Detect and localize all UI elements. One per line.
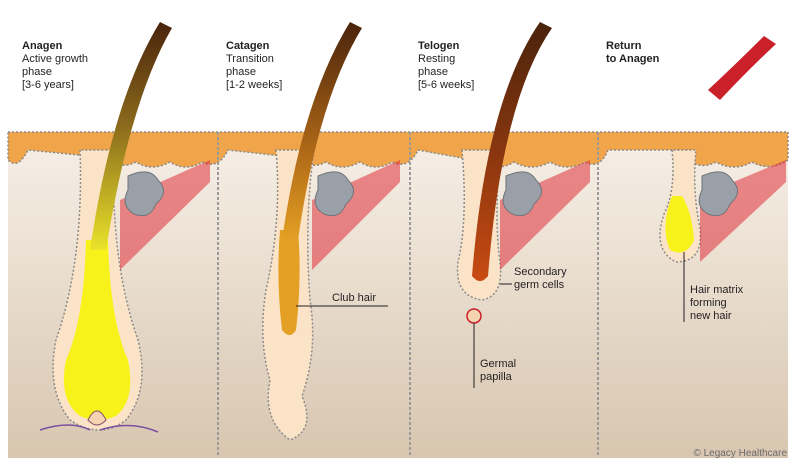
stage-label-return: Return to Anagen — [606, 40, 659, 66]
stage-line: phase — [226, 66, 282, 79]
callout-germal-papilla: Germal papilla — [480, 358, 516, 384]
stage-line: phase — [418, 66, 474, 79]
stage-title: Catagen — [226, 40, 282, 53]
callout-club-hair: Club hair — [332, 292, 376, 305]
stage-line: [1-2 weeks] — [226, 79, 282, 92]
callout-line: Secondary — [514, 266, 567, 279]
stage-line: Transition — [226, 53, 282, 66]
stage-line: [3-6 years] — [22, 79, 88, 92]
callout-line: forming — [690, 297, 743, 310]
callout-line: papilla — [480, 371, 516, 384]
callout-line: new hair — [690, 310, 743, 323]
stage-line: Resting — [418, 53, 474, 66]
callout-line: Hair matrix — [690, 284, 743, 297]
callout-secondary-germ: Secondary germ cells — [514, 266, 567, 292]
callout-text: Club hair — [332, 292, 376, 304]
stage-title: Return — [606, 40, 659, 53]
stage-label-catagen: Catagen Transition phase [1-2 weeks] — [226, 40, 282, 92]
stage-line: [5-6 weeks] — [418, 79, 474, 92]
catagen-club-hair — [278, 230, 299, 335]
stage-title: Anagen — [22, 40, 88, 53]
return-new-hair — [708, 36, 776, 100]
callout-line: germ cells — [514, 279, 567, 292]
callout-hair-matrix: Hair matrix forming new hair — [690, 284, 743, 323]
stage-title-line2: to Anagen — [606, 53, 659, 66]
stage-line: Active growth — [22, 53, 88, 66]
stage-label-telogen: Telogen Resting phase [5-6 weeks] — [418, 40, 474, 92]
stage-label-anagen: Anagen Active growth phase [3-6 years] — [22, 40, 88, 92]
stage-line: phase — [22, 66, 88, 79]
callout-line: Germal — [480, 358, 516, 371]
telogen-germal-papilla — [467, 309, 481, 323]
stage-title: Telogen — [418, 40, 474, 53]
credit-line: © Legacy Healthcare — [693, 448, 787, 459]
